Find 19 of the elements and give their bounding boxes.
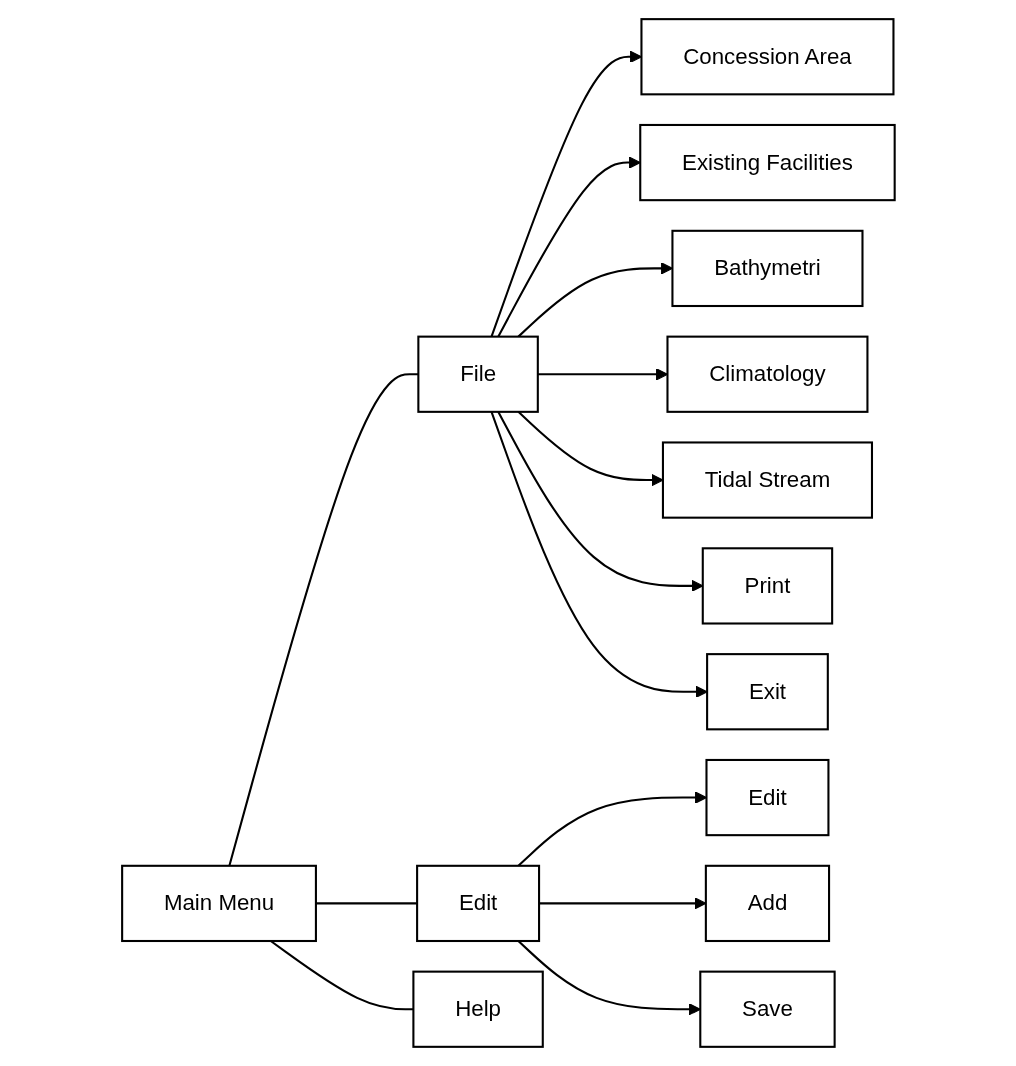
node-box: Tidal Stream: [661, 441, 873, 519]
node-box: File: [416, 335, 539, 413]
node-box: Help: [411, 970, 544, 1048]
node-box: Climatology: [666, 335, 869, 413]
node-box: Edit: [415, 864, 540, 943]
node-box: Exit: [705, 653, 829, 731]
node-box: Existing Facilities: [638, 123, 896, 202]
node-box: Main Menu: [120, 864, 317, 943]
node-box: Print: [701, 547, 833, 625]
node-box: Save: [698, 970, 836, 1048]
node-box: Concession Area: [640, 18, 895, 96]
arrow: [490, 50, 642, 337]
arrow: [538, 897, 706, 910]
node-box: Bathymetri: [671, 229, 864, 308]
node-box: Edit: [705, 758, 830, 837]
arrow: [496, 411, 703, 593]
arrow: [537, 368, 668, 381]
node-box: Add: [704, 864, 830, 943]
connector: [315, 902, 417, 905]
